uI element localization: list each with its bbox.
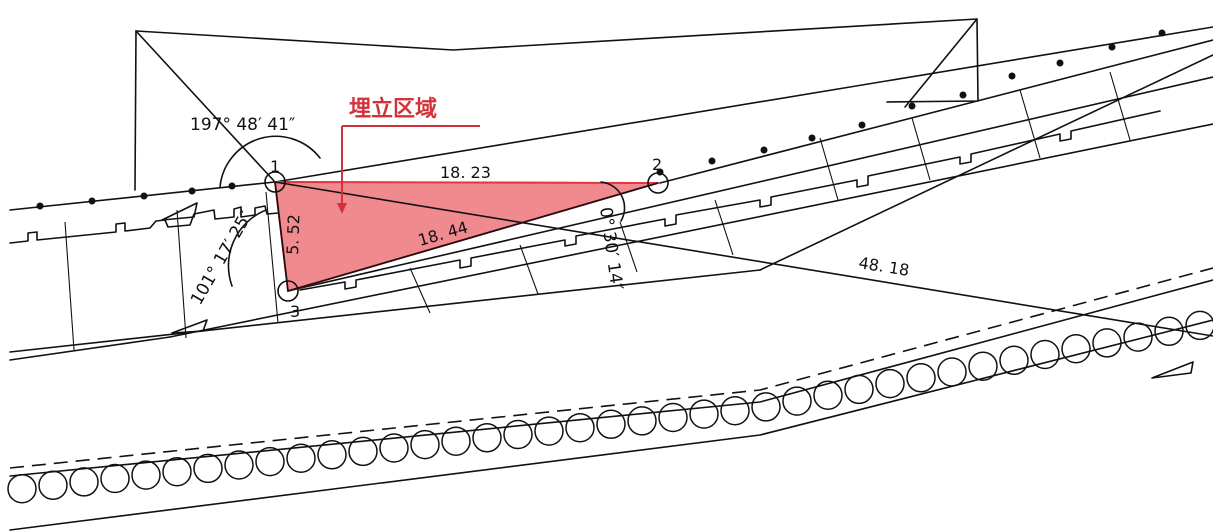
pipe-circle (999, 345, 1029, 376)
road-divisions (64, 71, 1131, 351)
area-label: 埋立区域 (349, 96, 437, 122)
pipe-circle (410, 429, 440, 460)
pipe-circles (7, 310, 1213, 504)
point-1-label: 1 (270, 157, 280, 176)
pipe-circle (69, 467, 99, 497)
survey-points (264, 171, 669, 302)
pipe-circle (317, 440, 347, 470)
pipe-circle (1154, 316, 1184, 347)
fence-post (959, 91, 967, 99)
pipe-circle (689, 399, 719, 429)
angle-point-3: 101° 17′ 25″ (187, 207, 257, 308)
pipe-circle (193, 453, 223, 484)
fence-post (908, 102, 916, 110)
pipe-circle (131, 460, 161, 490)
distance-1-2: 18. 23 (440, 163, 491, 182)
pipe-circle (906, 363, 936, 393)
pipe-circle (844, 374, 874, 405)
fence-post (228, 182, 236, 190)
distance-long: 48. 18 (857, 253, 910, 280)
pipe-circle (441, 426, 471, 456)
fence-post (1158, 29, 1166, 37)
area-leader (337, 125, 480, 214)
point-2-label: 2 (652, 155, 662, 174)
pipe-circle (100, 463, 130, 494)
pipe-circle (782, 386, 812, 416)
pipe-circle (1061, 333, 1091, 364)
pipe-circle (875, 368, 905, 399)
pipe-circle (658, 402, 688, 433)
pipe-circle (1123, 322, 1153, 352)
pipe-circle (565, 412, 595, 443)
pipe-circle (751, 392, 781, 422)
pipe-circle (968, 351, 998, 381)
fence-post (88, 197, 96, 205)
fence-post (808, 134, 816, 142)
pipe-circle (38, 470, 68, 501)
fence-post (1108, 43, 1116, 51)
pipe-circle (1092, 328, 1122, 358)
pipe-circle (472, 423, 502, 453)
pipe-circle (162, 456, 192, 487)
building-outline (134, 18, 979, 191)
curb-notched-line (9, 205, 291, 244)
fence-post (1056, 59, 1064, 67)
pipe-band (9, 267, 1213, 531)
fence-posts (36, 29, 1166, 210)
angle-arcs (219, 135, 626, 287)
pipe-circle (7, 473, 37, 504)
fence-post (36, 202, 44, 210)
pipe-circle (286, 443, 316, 473)
pipe-circle (379, 433, 409, 463)
pipe-circle (534, 416, 564, 446)
fence-post (140, 192, 148, 200)
pipe-circle (813, 380, 843, 410)
fence-post (188, 187, 196, 195)
pipe-circle (1030, 339, 1060, 370)
point-3-marker (277, 280, 299, 302)
pipe-circle (348, 436, 378, 467)
pipe-circle (1185, 310, 1213, 341)
point-2-marker (647, 172, 669, 194)
pipe-circle (596, 409, 626, 440)
pipe-circle (720, 395, 750, 426)
fence-post (760, 146, 768, 154)
fence-post (858, 121, 866, 129)
fence-post (708, 157, 716, 165)
pipe-circle (937, 357, 967, 387)
distance-1-3: 5. 52 (283, 214, 303, 255)
long-distance-line (274, 181, 1213, 337)
pipe-circle (224, 450, 254, 480)
small-markers (161, 202, 1194, 379)
fence-post (1008, 72, 1016, 80)
pipe-circle (503, 419, 533, 450)
angle-point-1: 197° 48′ 41″ (190, 115, 295, 135)
pipe-circle (255, 446, 285, 477)
point-1-marker (264, 171, 286, 193)
point-3-label: 3 (290, 302, 300, 321)
pipe-circle (627, 406, 657, 436)
